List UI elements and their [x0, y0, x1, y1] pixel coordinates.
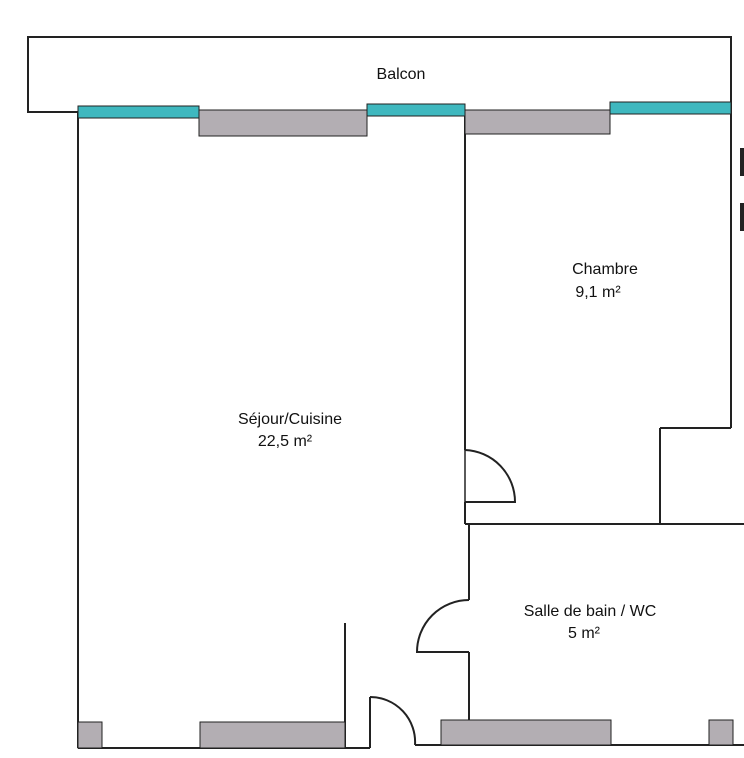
fixture-bottom-bathroom	[440, 719, 612, 746]
edge-mark-lower	[740, 203, 744, 231]
window-living-left	[77, 105, 200, 119]
door-bedroom-swing	[464, 449, 517, 503]
edge-mark-upper	[740, 148, 744, 176]
fixture-bottom-living	[199, 721, 346, 749]
window-bedroom	[609, 101, 732, 115]
room-bathroom-area: 5 m²	[568, 625, 601, 642]
door-bathroom-swing	[415, 599, 470, 653]
room-living-area: 22,5 m²	[258, 433, 313, 450]
room-bedroom-name: Chambre	[572, 261, 638, 278]
fixture-bottom-corner-left	[77, 721, 103, 749]
fixture-bottom-corner-right	[708, 719, 734, 746]
fixture-top-living	[198, 109, 368, 137]
balcony-label: Balcon	[377, 66, 426, 83]
room-living-name: Séjour/Cuisine	[238, 411, 342, 428]
room-bathroom-name: Salle de bain / WC	[524, 603, 657, 620]
window-living-right	[366, 103, 466, 117]
fixture-top-bedroom	[464, 109, 611, 135]
room-bedroom-area: 9,1 m²	[575, 284, 621, 301]
door-entry-swing	[369, 695, 417, 746]
